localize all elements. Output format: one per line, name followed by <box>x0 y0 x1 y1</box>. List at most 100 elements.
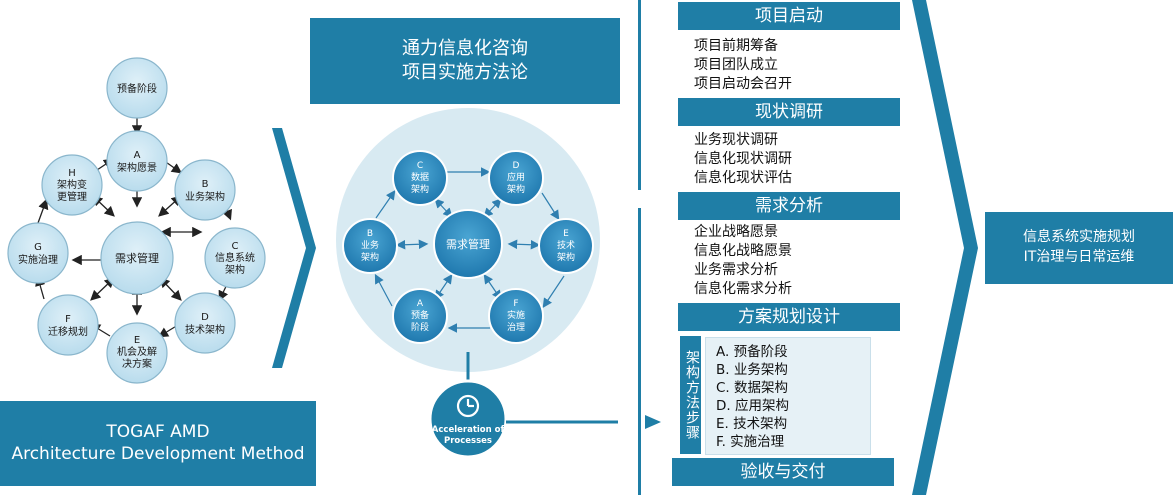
phase-list-2: 业务现状调研 信息化现状调研 信息化现状评估 <box>694 131 792 188</box>
togaf-prelim-label: 预备阶段 <box>117 82 157 95</box>
phase-title-4: 方案规划设计 <box>678 303 900 331</box>
cycle-node-e <box>538 218 594 274</box>
list-item: D. 应用架构 <box>716 398 789 414</box>
togaf-node-a <box>106 130 168 192</box>
phase-title-5: 验收与交付 <box>672 458 894 486</box>
svg-text:更管理: 更管理 <box>57 190 87 203</box>
togaf-node-f <box>37 294 99 356</box>
svg-text:迁移规划: 迁移规划 <box>48 325 88 338</box>
svg-text:业务架构: 业务架构 <box>185 190 225 203</box>
togaf-node-b <box>174 159 236 221</box>
list-item: 信息化现状评估 <box>694 170 792 186</box>
list-item: F. 实施治理 <box>716 434 785 450</box>
list-item: 项目前期筹备 <box>694 38 778 54</box>
cycle-center-label: 需求管理 <box>446 237 490 251</box>
svg-text:信息系统: 信息系统 <box>215 251 255 264</box>
togaf-label-line1: TOGAF AMD <box>106 422 210 442</box>
phase-list-3: 企业战略愿景 信息化战略愿景 业务需求分析 信息化需求分析 <box>694 223 792 299</box>
togaf-node-d <box>174 292 236 354</box>
phase-title-1: 项目启动 <box>678 2 900 30</box>
separator-line-bottom <box>638 208 641 495</box>
clock-icon <box>456 394 480 418</box>
acceleration-circle <box>428 379 508 459</box>
togaf-label-line2: Architecture Development Method <box>11 444 305 464</box>
svg-text:架构愿景: 架构愿景 <box>117 161 157 174</box>
svg-text:E: E <box>563 229 569 239</box>
list-item: C. 数据架构 <box>716 380 789 396</box>
svg-text:C: C <box>417 161 423 171</box>
cycle-node-b <box>342 218 398 274</box>
phase-title-3: 需求分析 <box>678 192 900 220</box>
togaf-node-g <box>7 222 69 284</box>
svg-text:架构: 架构 <box>557 251 575 263</box>
list-item: E. 技术架构 <box>716 416 788 432</box>
list-item: A. 预备阶段 <box>716 344 788 360</box>
svg-text:业务: 业务 <box>361 239 379 251</box>
togaf-node-h <box>41 154 103 216</box>
svg-text:E: E <box>134 335 140 346</box>
separator-line-top <box>638 0 641 190</box>
method-title-box: 通力信息化咨询 项目实施方法论 <box>310 18 620 104</box>
svg-text:D: D <box>201 312 209 323</box>
list-item: 信息化需求分析 <box>694 281 792 297</box>
cycle-spokes <box>395 198 541 300</box>
svg-text:技术架构: 技术架构 <box>185 323 225 336</box>
svg-text:架构: 架构 <box>361 251 379 263</box>
svg-text:阶段: 阶段 <box>411 321 429 333</box>
chevron-arrow-2 <box>912 0 978 495</box>
svg-text:机会及解: 机会及解 <box>117 345 157 358</box>
list-item: B. 业务架构 <box>716 362 788 378</box>
list-item: 信息化现状调研 <box>694 151 792 167</box>
togaf-node-c <box>204 227 266 289</box>
result-line2: IT治理与日常运维 <box>1023 249 1135 265</box>
svg-text:数据: 数据 <box>411 171 429 183</box>
list-item: 项目启动会召开 <box>694 76 792 92</box>
method-title-line1: 通力信息化咨询 <box>402 38 528 59</box>
svg-text:F: F <box>513 299 518 309</box>
cycle-node-c <box>392 150 448 206</box>
svg-text:决方案: 决方案 <box>122 357 152 370</box>
svg-text:D: D <box>513 161 520 171</box>
clock-arrow-head <box>645 415 661 429</box>
method-cycle-diagram: C 数据 架构 D 应用 架构 E 技术 架构 F 实施 治理 A 预备 阶段 … <box>336 108 618 459</box>
svg-text:C: C <box>232 241 239 252</box>
cycle-node-d <box>488 150 544 206</box>
svg-text:治理: 治理 <box>507 321 525 333</box>
svg-text:B: B <box>367 229 373 239</box>
svg-text:F: F <box>65 314 71 325</box>
togaf-label-box: TOGAF AMD Architecture Development Metho… <box>0 401 316 486</box>
result-line1: 信息系统实施规划 <box>1023 229 1135 245</box>
method-title-line2: 项目实施方法论 <box>402 62 528 83</box>
list-item: 业务需求分析 <box>694 262 778 278</box>
clock-label-line2: Processes <box>444 436 492 446</box>
chevron-arrow-1 <box>272 128 316 368</box>
svg-text:A: A <box>134 150 141 161</box>
svg-text:A: A <box>417 299 424 309</box>
svg-text:技术: 技术 <box>557 239 575 251</box>
togaf-adm-diagram: 预备阶段 A 架构愿景 B 业务架构 C 信息系统 架构 D 技术架构 E 机会… <box>0 55 275 400</box>
cycle-node-f <box>488 288 544 344</box>
cycle-node-a <box>392 288 448 344</box>
method-steps-box: A. 预备阶段 B. 业务架构 C. 数据架构 D. 应用架构 E. 技术架构 … <box>705 337 871 455</box>
svg-text:架构: 架构 <box>225 263 245 276</box>
svg-text:实施: 实施 <box>507 309 525 321</box>
cycle-ring-arrows <box>374 167 565 333</box>
svg-text:架构: 架构 <box>411 183 429 195</box>
togaf-center-label: 需求管理 <box>115 251 159 265</box>
list-item: 业务现状调研 <box>694 132 778 148</box>
svg-text:应用: 应用 <box>507 171 525 183</box>
svg-text:G: G <box>34 242 42 253</box>
svg-text:架构: 架构 <box>507 183 525 195</box>
togaf-node-center <box>100 221 174 295</box>
list-item: 项目团队成立 <box>694 57 778 73</box>
togaf-node-prelim <box>106 57 168 119</box>
togaf-node-e <box>106 322 168 384</box>
svg-text:架构变: 架构变 <box>57 178 87 191</box>
list-item: 信息化战略愿景 <box>694 243 792 259</box>
cycle-node-center <box>433 209 503 279</box>
svg-text:预备: 预备 <box>411 309 429 321</box>
svg-text:实施治理: 实施治理 <box>18 253 58 266</box>
phase-list-1: 项目前期筹备 项目团队成立 项目启动会召开 <box>694 37 792 94</box>
svg-text:B: B <box>202 179 209 190</box>
clock-label-line1: Acceleration of <box>432 425 505 435</box>
